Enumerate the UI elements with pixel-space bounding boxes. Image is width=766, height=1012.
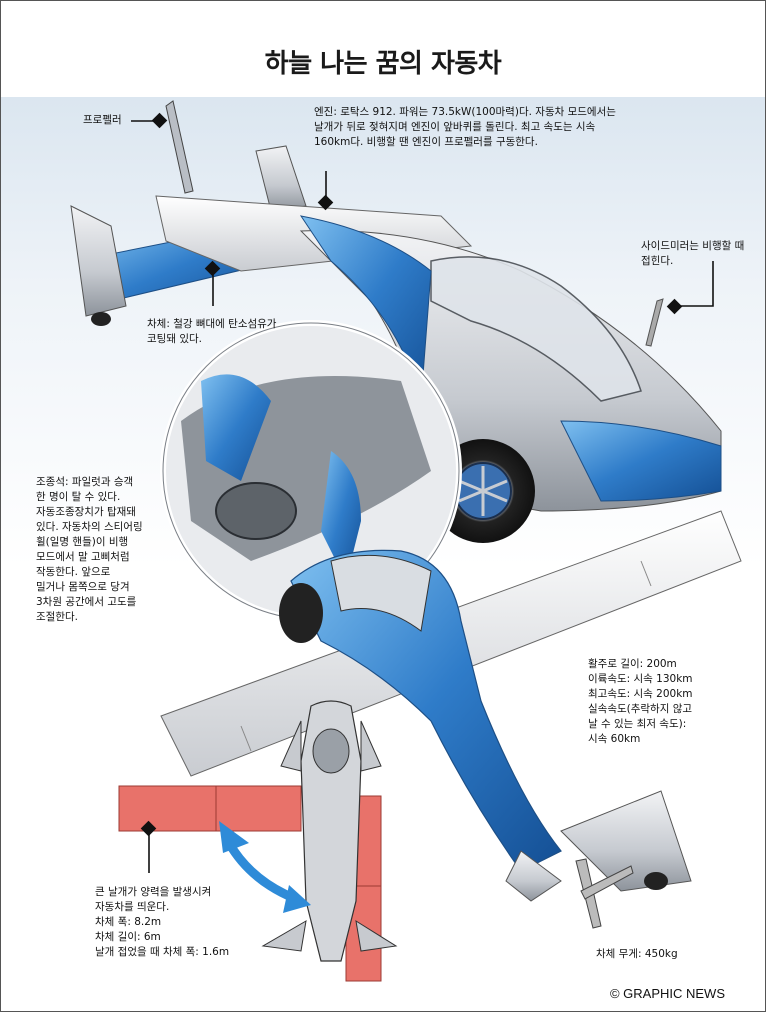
label-mirror-line: 사이드미러는 비행할 때 (641, 240, 745, 252)
label-cockpit-line: 휠(일명 핸들)이 비행 (36, 536, 129, 548)
label-cockpit-line: 조절한다. (36, 611, 78, 623)
label-engine: 엔진: 로탁스 912. 파워는 73.5kW(100마력)다. 자동차 모드에… (314, 105, 734, 150)
label-cockpit-line: 한 명이 탈 수 있다. (36, 491, 121, 503)
label-mirror: 사이드미러는 비행할 때 접힌다. (641, 239, 744, 269)
label-mirror-line: 접힌다. (641, 255, 674, 267)
label-wings-line: 차체 길이: 6m (95, 931, 161, 943)
label-specs-line: 날 수 있는 최저 속도): (588, 718, 687, 730)
page-title: 하늘 나는 꿈의 자동차 (264, 49, 502, 79)
label-weight: 차체 무게: 450kg (596, 948, 678, 960)
credit-text: © GRAPHIC NEWS (609, 986, 725, 1001)
car-front-view (160, 510, 742, 929)
car-top-view (70, 100, 722, 543)
label-specs-line: 최고속도: 시속 200km (588, 688, 693, 700)
label-cockpit-line: 있다. 자동차의 스티어링 (36, 521, 143, 533)
label-engine-line: 160km다. 비행할 땐 엔진이 프로펠러를 구동한다. (314, 136, 538, 148)
label-specs-line: 활주로 길이: 200m (588, 658, 677, 670)
double-arrow-icon (219, 821, 311, 913)
folded-wings-diagram (118, 700, 398, 982)
label-cockpit-line: 자동조종장치가 탑재돼 (36, 506, 136, 518)
label-wings-line: 자동차를 띄운다. (95, 901, 170, 913)
label-cockpit-line: 작동한다. 앞으로 (36, 566, 111, 578)
label-specs-line: 실속속도(추락하지 않고 (588, 703, 693, 715)
label-wings: 큰 날개가 양력을 발생시켜 자동차를 띄운다. 차체 폭: 8.2m 차체 길… (95, 885, 229, 960)
label-wings-line: 큰 날개가 양력을 발생시켜 (95, 886, 212, 898)
cockpit-zoom-circle (160, 320, 462, 622)
label-specs-line: 이륙속도: 시속 130km (588, 673, 693, 685)
label-wings-line: 차체 폭: 8.2m (95, 916, 162, 928)
label-engine-line: 엔진: 로탁스 912. 파워는 73.5kW(100마력)다. 자동차 모드에… (314, 106, 616, 118)
label-wings-line: 날개 접었을 때 차체 폭: 1.6m (95, 946, 230, 958)
label-propeller: 프로펠러 (83, 114, 122, 126)
label-body: 차체: 철강 뼈대에 탄소섬유가 코팅돼 있다. (147, 317, 276, 347)
label-body-line: 차체: 철강 뼈대에 탄소섬유가 (147, 318, 277, 330)
label-cockpit-line: 조종석: 파일럿과 승객 (36, 476, 134, 488)
label-engine-line: 날개가 뒤로 젖혀지며 엔진이 앞바퀴를 돌린다. 최고 속도는 시속 (314, 121, 596, 133)
label-cockpit-line: 밀거나 몸쪽으로 당겨 (36, 581, 130, 593)
label-specs-line: 시속 60km (588, 733, 641, 745)
label-cockpit-line: 3차원 공간에서 고도를 (36, 596, 137, 608)
label-cockpit-line: 모드에서 말 고삐처럼 (36, 551, 130, 563)
label-cockpit: 조종석: 파일럿과 승객 한 명이 탈 수 있다. 자동조종장치가 탑재돼 있다… (36, 475, 143, 625)
label-specs: 활주로 길이: 200m 이륙속도: 시속 130km 최고속도: 시속 200… (588, 657, 693, 747)
label-body-line: 코팅돼 있다. (147, 333, 202, 345)
